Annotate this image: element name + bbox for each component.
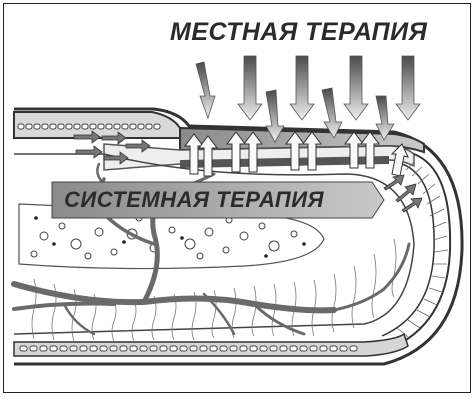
systemic-therapy-label: СИСТЕМНАЯ ТЕРАПИЯ — [64, 187, 324, 213]
tip-arrow-group — [384, 175, 422, 212]
local-therapy-label: МЕСТНАЯ ТЕРАПИЯ — [170, 18, 427, 47]
diagram-frame: МЕСТНАЯ ТЕРАПИЯ СИСТЕМНАЯ ТЕРАПИЯ — [3, 3, 471, 393]
